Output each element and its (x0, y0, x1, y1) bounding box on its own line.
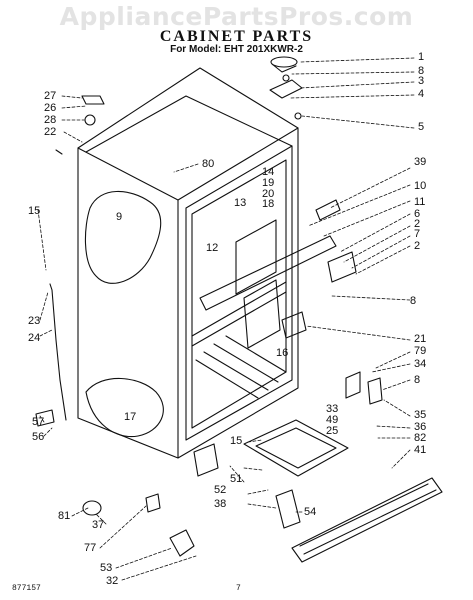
footer-code: 877157 (12, 584, 41, 593)
callout-38: 38 (214, 498, 227, 510)
callout-34: 34 (414, 358, 427, 370)
callout-2-lower: 2 (414, 240, 421, 252)
callout-81: 81 (58, 510, 71, 522)
left-wire (49, 283, 67, 421)
callout-21: 21 (414, 333, 427, 345)
callout-24: 24 (28, 332, 41, 344)
callout-82: 82 (414, 432, 427, 444)
callout-1: 1 (418, 51, 425, 63)
toe-grille (291, 477, 443, 563)
callout-23: 23 (28, 315, 41, 327)
callout-7: 7 (414, 228, 421, 240)
callout-41: 41 (414, 444, 427, 456)
callout-4: 4 (418, 88, 425, 100)
callout-20: 20 (262, 188, 275, 200)
callout-11: 11 (414, 196, 426, 208)
callout-13: 13 (234, 197, 247, 209)
callout-35: 35 (414, 409, 427, 421)
callout-39: 39 (414, 156, 427, 168)
right-brackets (281, 199, 383, 405)
callout-12: 12 (206, 242, 219, 254)
callout-37: 37 (92, 519, 105, 531)
callout-6: 6 (414, 208, 421, 220)
callout-56: 56 (32, 431, 45, 443)
callout-28: 28 (44, 114, 57, 126)
diagram-title: CABINET PARTS (159, 28, 314, 45)
callout-49: 49 (326, 414, 339, 426)
callout-16: 16 (276, 347, 289, 359)
footer-page: 7 (236, 584, 241, 593)
callout-77: 77 (84, 542, 97, 554)
callout-32: 32 (106, 575, 119, 587)
callout-52: 52 (214, 484, 227, 496)
callout-19: 19 (262, 177, 275, 189)
callout-3: 3 (418, 75, 425, 87)
callout-57: 57 (32, 416, 45, 428)
model-subtitle: For Model: EHT 201XKWR-2 (170, 44, 303, 55)
top-left-handle-parts (55, 95, 105, 155)
callout-51: 51 (230, 473, 243, 485)
callout-8-lower: 8 (414, 374, 421, 386)
callout-14: 14 (262, 166, 275, 178)
callout-33: 33 (326, 403, 339, 415)
callout-15-lower: 15 (230, 435, 243, 447)
callout-5: 5 (418, 121, 425, 133)
top-hinge-parts (269, 56, 303, 120)
callout-8-middle: 8 (410, 295, 417, 307)
watermark: AppliancePartsPros.com (59, 2, 414, 31)
callout-8: 8 (418, 65, 425, 77)
callout-22: 22 (44, 126, 57, 138)
lower-left-parts (35, 409, 301, 557)
callout-15-left: 15 (28, 205, 41, 217)
callout-80: 80 (202, 158, 215, 170)
callout-2-upper: 2 (414, 218, 421, 230)
callout-25: 25 (326, 425, 339, 437)
callout-27: 27 (44, 90, 57, 102)
drain-pan (243, 419, 349, 477)
callout-17: 17 (124, 411, 137, 423)
cabinet-shell (77, 67, 299, 459)
callout-53: 53 (100, 562, 113, 574)
callout-10: 10 (414, 180, 427, 192)
callout-54: 54 (304, 506, 317, 518)
callout-36: 36 (414, 421, 427, 433)
leader-lines (37, 57, 415, 581)
callout-79: 79 (414, 345, 427, 357)
callout-26: 26 (44, 102, 57, 114)
callout-18: 18 (262, 198, 275, 210)
callout-9: 9 (116, 211, 123, 223)
crossbar (199, 219, 337, 349)
